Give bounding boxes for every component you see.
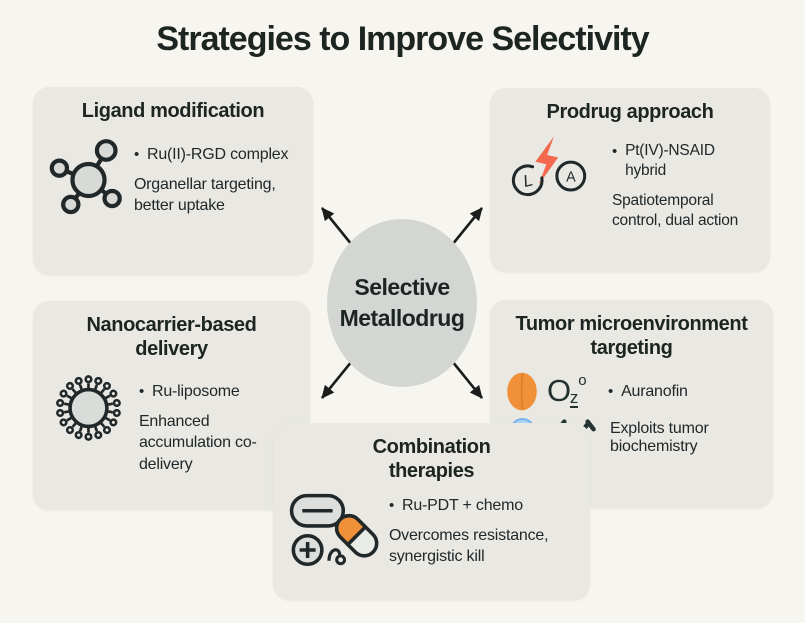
card-heading: Tumor microenvironment targeting [515, 313, 748, 359]
prodrug-bullet: Pt(IV)-NSAID hybrid [625, 141, 715, 180]
oxygen-glyph: O z o [547, 372, 587, 409]
ligand-note: Organellar targeting, better uptake [133, 175, 276, 214]
bullet-dot: • [388, 497, 394, 515]
prodrug-inactive-letter: L [521, 170, 535, 191]
tumor-bullet: Auranofin [621, 383, 688, 401]
bullet-dot: • [608, 383, 614, 401]
page-title: Strategies to Improve Selectivity [156, 20, 649, 58]
tablet-capsule-icon [289, 494, 379, 567]
bullet-dot: • [133, 145, 139, 163]
oxygen-glyph-main: O [547, 373, 571, 409]
ligand-bullet: Ru(II)-RGD complex [147, 145, 289, 163]
arrow-to-prodrug [450, 207, 484, 246]
card-prodrug-approach: Prodrug approach L A • Pt(IV)-NSAID hybr… [490, 88, 770, 272]
combo-bullet: Ru-PDT + chemo [402, 497, 523, 515]
prodrug-note: Spatiotemporal control, dual action [612, 191, 739, 229]
card-heading: Combination therapies [372, 436, 491, 482]
molecule-icon [49, 138, 122, 214]
prodrug-activation-icon: L A [511, 136, 587, 196]
arrow-to-nano [320, 360, 354, 399]
card-heading: Nanocarrier-based delivery [86, 314, 257, 360]
card-heading: Prodrug approach [546, 101, 714, 123]
arrow-to-ligand [320, 207, 354, 246]
nano-note: Enhanced accumulation co-delivery [138, 413, 257, 473]
center-node-line1: Selective [354, 273, 450, 300]
combo-note: Overcomes resistance, synergistic kill [388, 527, 549, 566]
bullet-dot: • [138, 383, 144, 401]
prodrug-active-letter: A [566, 169, 576, 185]
tumor-note: Exploits tumor biochemistry [610, 419, 709, 455]
nano-bullet: Ru-liposome [152, 383, 240, 401]
oxygen-glyph-sup: o [578, 372, 587, 390]
liposome-icon [55, 375, 122, 442]
pill-icon [507, 372, 537, 411]
oxygen-glyph-sub: z [569, 388, 579, 409]
center-node-line2: Metallodrug [339, 305, 465, 331]
card-heading: Ligand modification [81, 100, 265, 122]
card-ligand-modification: Ligand modification • Ru(II)-RGD complex [33, 87, 313, 275]
card-combination-therapies: Combination therapies • Ru-PDT + chemo O… [273, 423, 590, 600]
arrow-to-tumor [450, 360, 484, 399]
center-node-selective-metallodrug: Selective Metallodrug [327, 219, 477, 387]
bullet-dot: • [612, 142, 618, 160]
card-nanocarrier-delivery: Nanocarrier-based delivery [33, 301, 310, 510]
